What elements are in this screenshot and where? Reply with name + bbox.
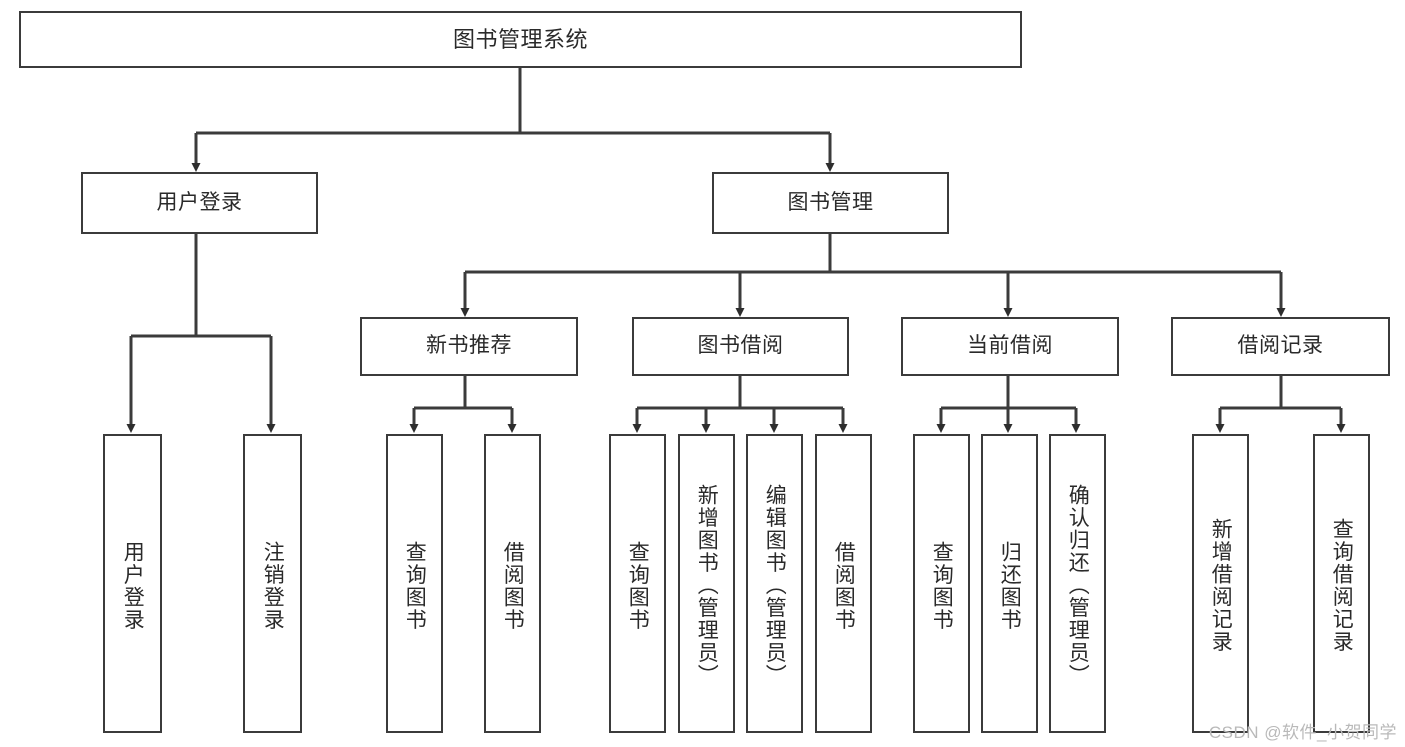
node-label: 图书借阅 <box>697 334 784 358</box>
leaf-logout[interactable]: 注销登录 <box>243 434 302 733</box>
leaf-edit-book-admin[interactable]: 编辑图书（管理员） <box>746 434 803 733</box>
leaf-user-login[interactable]: 用户登录 <box>103 434 162 733</box>
node-label: 图书管理系统 <box>452 26 588 52</box>
leaf-query-borrow-record[interactable]: 查询借阅记录 <box>1313 434 1370 733</box>
node-label: 图书管理 <box>787 190 874 214</box>
leaf-confirm-return-admin[interactable]: 确认归还（管理员） <box>1049 434 1106 733</box>
leaf-return-book[interactable]: 归还图书 <box>981 434 1038 733</box>
leaf-borrow-book-2[interactable]: 借阅图书 <box>815 434 872 733</box>
node-current-borrow[interactable]: 当前借阅 <box>901 317 1119 376</box>
node-user-login[interactable]: 用户登录 <box>81 172 318 234</box>
node-label: 归还图书 <box>998 540 1022 631</box>
leaf-query-book-2[interactable]: 查询图书 <box>609 434 666 733</box>
node-label: 查询借阅记录 <box>1330 518 1354 653</box>
node-label: 确认归还（管理员） <box>1066 484 1090 687</box>
node-label: 查询图书 <box>930 540 954 631</box>
node-label: 查询图书 <box>626 540 650 631</box>
node-label: 用户登录 <box>156 190 243 214</box>
node-label: 当前借阅 <box>967 334 1053 358</box>
node-label: 查询图书 <box>403 540 427 631</box>
leaf-query-book-3[interactable]: 查询图书 <box>913 434 970 733</box>
node-label: 新增借阅记录 <box>1209 518 1233 653</box>
node-label: 新书推荐 <box>426 334 512 358</box>
node-root[interactable]: 图书管理系统 <box>19 11 1022 68</box>
leaf-query-book-1[interactable]: 查询图书 <box>386 434 443 733</box>
node-book-borrow[interactable]: 图书借阅 <box>632 317 849 376</box>
node-label: 用户登录 <box>121 540 145 631</box>
leaf-borrow-book-1[interactable]: 借阅图书 <box>484 434 541 733</box>
node-book-management[interactable]: 图书管理 <box>712 172 949 234</box>
node-label: 借阅图书 <box>832 540 856 631</box>
leaf-add-book-admin[interactable]: 新增图书（管理员） <box>678 434 735 733</box>
leaf-add-borrow-record[interactable]: 新增借阅记录 <box>1192 434 1249 733</box>
node-label: 借阅记录 <box>1237 334 1324 358</box>
node-label: 注销登录 <box>261 540 285 631</box>
node-borrow-records[interactable]: 借阅记录 <box>1171 317 1390 376</box>
node-label: 借阅图书 <box>501 540 525 631</box>
node-label: 新增图书（管理员） <box>695 484 719 687</box>
node-label: 编辑图书（管理员） <box>763 484 787 687</box>
csdn-watermark: CSDN @软件_小贺同学 <box>1208 723 1397 742</box>
node-new-book-recommend[interactable]: 新书推荐 <box>360 317 578 376</box>
